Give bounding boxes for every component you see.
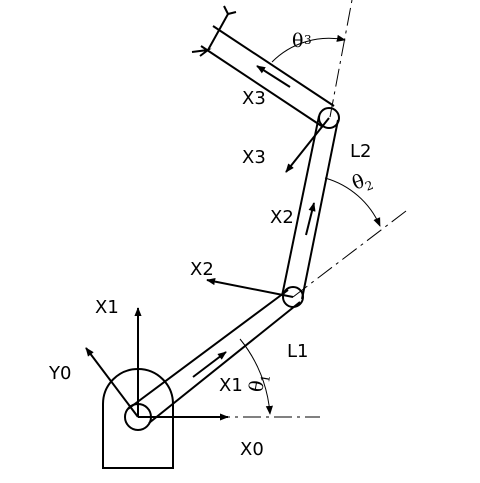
- theta2-label: θ 2: [349, 170, 375, 195]
- x2-link-label: X2: [270, 207, 294, 228]
- x3-axis-arrow: [285, 117, 330, 173]
- x3-link-label: X3: [242, 88, 266, 109]
- link1: [127, 289, 301, 424]
- svg-text:3: 3: [304, 33, 312, 47]
- x2-link-axis-arrow: [305, 202, 316, 236]
- theta2-arc: [324, 177, 381, 227]
- svg-text:θ: θ: [245, 379, 269, 394]
- theta1-arc: [239, 338, 273, 415]
- l1-label: L1: [287, 341, 308, 362]
- theta3-arc: [271, 34, 346, 63]
- x1-vertical-label: X1: [95, 297, 119, 318]
- base-body: [102, 368, 174, 469]
- x3-link-axis-arrow: [256, 65, 291, 88]
- x1-link-axis-arrow: [192, 351, 227, 378]
- x2-vertical-label: X2: [190, 259, 214, 280]
- x1-link-label: X1: [219, 375, 243, 396]
- y0-label: Y0: [48, 363, 71, 384]
- link1-extension-line: [292, 207, 411, 298]
- link2: [281, 115, 339, 300]
- svg-text:2: 2: [363, 178, 375, 194]
- theta1-label: θ 1: [245, 374, 273, 394]
- l2-label: L2: [350, 141, 371, 162]
- svg-text:θ: θ: [292, 30, 303, 52]
- theta3-label: θ 3: [292, 30, 312, 52]
- x2-axis-arrow: [206, 278, 294, 298]
- link2-extension-line: [329, 0, 353, 118]
- joint-3: [318, 107, 340, 129]
- link3: [200, 25, 335, 128]
- svg-text:1: 1: [258, 374, 273, 384]
- y0-axis-arrow: [85, 347, 139, 418]
- x0-label: X0: [240, 439, 264, 460]
- x3-mid-label: X3: [242, 147, 266, 168]
- gripper: [191, 5, 237, 57]
